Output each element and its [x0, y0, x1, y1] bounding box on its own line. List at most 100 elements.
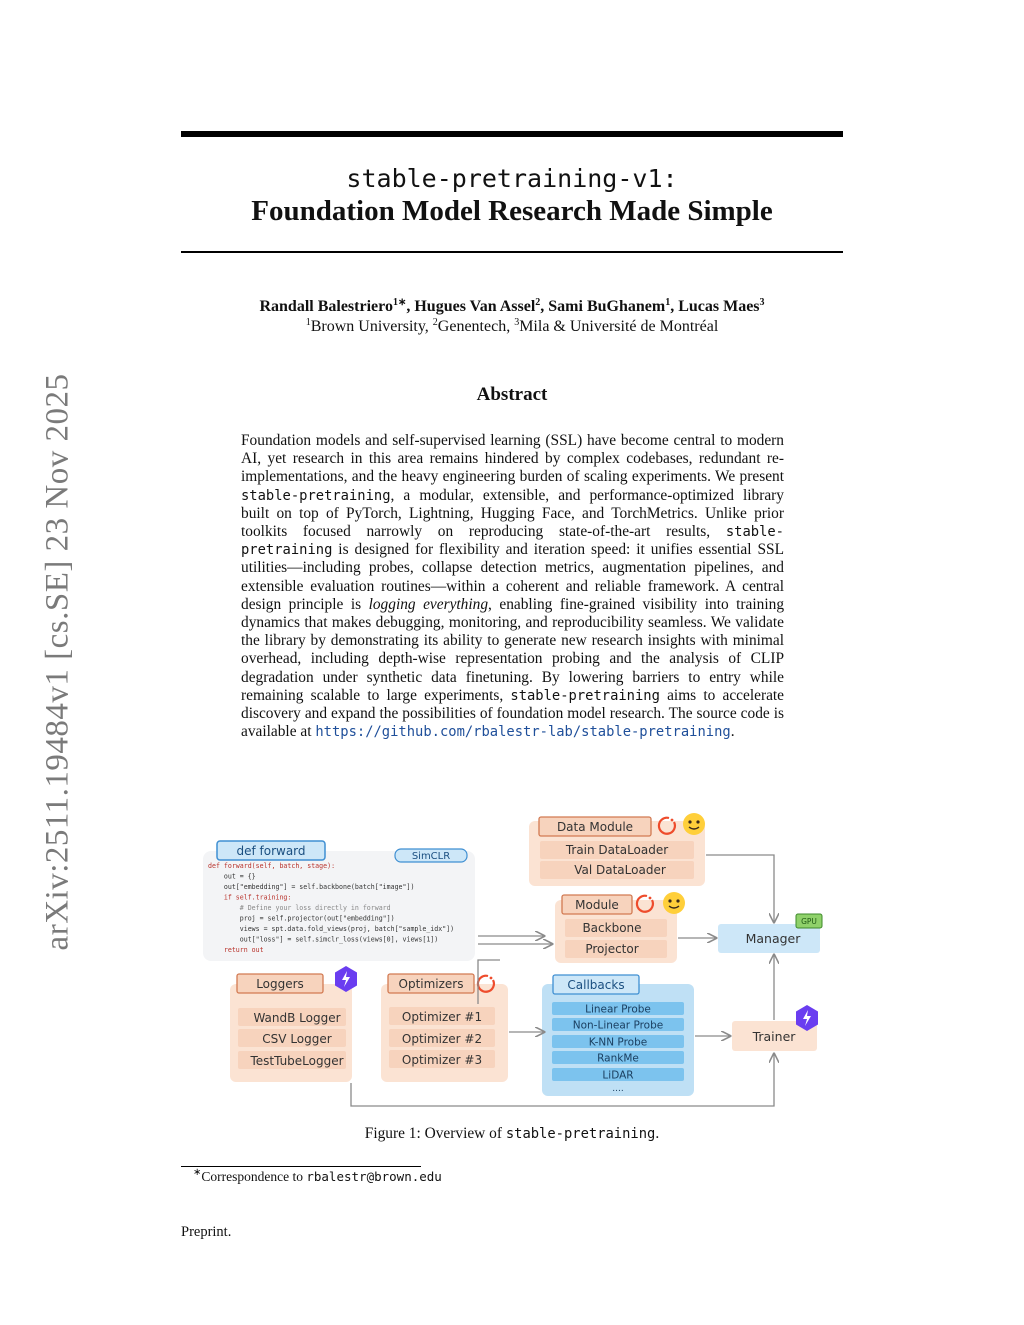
module-item-box [565, 919, 667, 937]
code-line: views = spt.data.fold_views(proj, batch[… [208, 925, 454, 933]
abstract-body: Foundation models and self-supervised le… [241, 432, 784, 741]
paper-title: Foundation Model Research Made Simple [251, 195, 773, 227]
affil-mark: 2 [432, 317, 438, 328]
author-name: Sami BuGhanem [548, 298, 666, 315]
affil-mark: 1 [305, 317, 311, 328]
abstract-text: Foundation models and self-supervised le… [241, 432, 784, 486]
gpu-chip-label: GPU [801, 917, 817, 926]
abstract-text: , a modular, extensible, and performance… [241, 486, 784, 541]
huggingface-icon [663, 892, 685, 914]
correspondence-email[interactable]: rbalestr@brown.edu [306, 1169, 442, 1184]
module-item: Backbone [582, 921, 641, 935]
author-name: Randall Balestriero [259, 298, 393, 315]
data-module-item: Train DataLoader [565, 843, 668, 857]
module-title-box [561, 894, 633, 915]
def-forward-tab-label: def forward [236, 844, 305, 858]
author-separator: , [670, 298, 679, 315]
preprint-notice: Preprint. [181, 1224, 232, 1240]
def-forward-tab [216, 840, 326, 861]
footnote-mark: ∗ [193, 1167, 202, 1178]
footnote: ∗Correspondence to rbalestr@brown.edu [193, 1167, 442, 1185]
callback-item: LiDAR [602, 1070, 633, 1082]
caption-code-term: stable-pretraining [505, 1126, 656, 1142]
arxiv-identifier-stamp: arXiv:2511.19484v1 [cs.SE] 23 Nov 2025 [39, 373, 76, 951]
logger-item: TestTubeLogger [249, 1054, 343, 1068]
caption-text: Figure 1: Overview of [364, 1125, 506, 1142]
lightning-icon [796, 1005, 818, 1031]
abstract-text: , enabling fine-grained visibility into … [241, 595, 785, 704]
huggingface-icon [683, 813, 705, 835]
optimizer-item-box [389, 1050, 495, 1068]
loggers-title: Loggers [256, 977, 304, 991]
callbacks-title-box [552, 974, 640, 995]
code-line: # Define your loss directly in forward [208, 904, 391, 912]
author-affil-mark: 1∗ [392, 297, 407, 308]
flow-connectors [350, 854, 774, 1107]
module-item-box [565, 940, 667, 958]
code-line: out["embedding"] = self.backbone(batch["… [208, 883, 414, 891]
callback-more: .... [612, 1084, 623, 1094]
data-module-item-box [540, 841, 694, 859]
loggers-title-box [236, 973, 324, 994]
code-line: out = {} [208, 873, 256, 881]
simclr-tab [394, 848, 468, 863]
source-code-link[interactable]: https://github.com/rbalestr-lab/stable-p… [315, 724, 731, 741]
callback-item: Linear Probe [585, 1004, 651, 1016]
data-module-title: Data Module [557, 820, 633, 834]
affiliation-name: Brown University [310, 318, 425, 335]
author-affil-mark: 1 [665, 297, 671, 308]
module-title: Module [575, 898, 619, 912]
caption-text: . [655, 1125, 660, 1142]
callback-item-box [552, 1051, 684, 1064]
data-module-title-box [538, 816, 652, 837]
module-item: Projector [585, 942, 638, 956]
optimizer-item-box [389, 1029, 495, 1047]
data-module-item-box [540, 861, 694, 879]
abstract-code-term: stable-pretraining [241, 524, 784, 559]
optimizer-item-box [389, 1007, 495, 1025]
logger-item-box [238, 1029, 346, 1047]
callback-item: RankMe [597, 1053, 639, 1065]
author-affil-mark: 3 [759, 297, 765, 308]
code-line: if self.training: [208, 894, 291, 902]
logger-item-box [238, 1008, 346, 1026]
title-library-name: stable-pretraining-v1: [346, 164, 678, 193]
pytorch-icon [476, 974, 495, 993]
affil-mark: 3 [514, 317, 520, 328]
callback-item-box [552, 1002, 684, 1015]
code-line: def forward(self, batch, stage): [208, 862, 335, 870]
author-name: Hugues Van Assel [414, 298, 536, 315]
title-rule-bottom [181, 251, 843, 253]
manager-box [718, 924, 820, 953]
author-affil-mark: 2 [535, 297, 541, 308]
affiliation-list: 1Brown University, 2Genentech, 3Mila & U… [181, 318, 843, 336]
affiliation-name: Mila & Université de Montréal [519, 318, 719, 335]
affiliation-separator: , [424, 318, 433, 335]
figure-caption: Figure 1: Overview of stable-pretraining… [181, 1125, 843, 1143]
lightning-icon [335, 966, 357, 992]
author-separator: , [540, 298, 549, 315]
callbacks-title: Callbacks [567, 978, 624, 992]
code-panel-background [203, 851, 475, 961]
optimizer-item: Optimizer #3 [402, 1053, 482, 1067]
author-list: Randall Balestriero1∗, Hugues Van Assel2… [181, 298, 843, 316]
footnote-text: Correspondence to [201, 1169, 307, 1184]
logger-item-box [238, 1051, 346, 1069]
pytorch-icon [635, 894, 654, 913]
code-line: return out [208, 946, 264, 954]
footnote-rule [181, 1166, 421, 1167]
code-line: proj = self.projector(out["embedding"]) [208, 915, 395, 923]
callback-item: Non-Linear Probe [573, 1020, 663, 1032]
trainer-box [732, 1021, 817, 1051]
gpu-chip-icon: GPU [795, 913, 823, 929]
data-module-item: Val DataLoader [574, 863, 666, 877]
callback-item: K-NN Probe [589, 1037, 647, 1049]
callback-item-box [552, 1035, 684, 1048]
optimizers-title: Optimizers [399, 977, 464, 991]
affiliation-name: Genentech [437, 318, 507, 335]
author-name: Lucas Maes [678, 298, 760, 315]
optimizer-item: Optimizer #2 [402, 1032, 482, 1046]
abstract-text: aims to accelerate discovery and expand … [241, 686, 785, 741]
affiliation-separator: , [506, 318, 515, 335]
optimizer-item: Optimizer #1 [402, 1010, 482, 1024]
